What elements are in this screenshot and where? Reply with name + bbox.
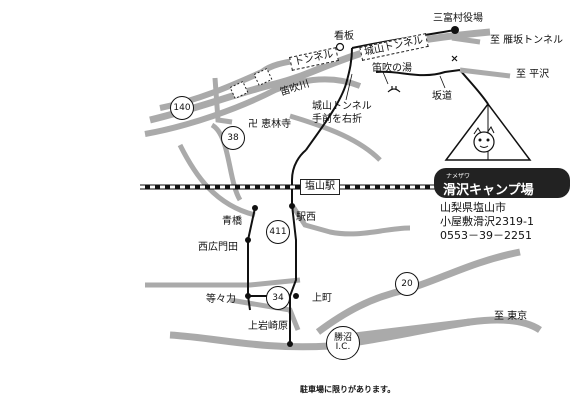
signboard-marker bbox=[335, 42, 345, 52]
route-140-shield: 140 bbox=[170, 96, 194, 120]
route-38-shield: 38 bbox=[221, 126, 245, 150]
minor-road-todoriki bbox=[145, 277, 301, 288]
ekinishi-label: 駅西 bbox=[296, 212, 316, 223]
katsunuma-ic-name: 勝沼 bbox=[333, 332, 352, 343]
minor-road-ekinishi bbox=[289, 203, 411, 237]
enzan-station-label: 塩山駅 bbox=[300, 179, 340, 195]
camp-address-line1: 山梨県塩山市 bbox=[440, 201, 506, 214]
ekinishi-junction bbox=[289, 203, 295, 209]
turn-right-line2: 手前を右折 bbox=[312, 114, 362, 125]
kamiiwasakibara-label: 上岩崎原 bbox=[248, 321, 288, 332]
camp-name-badge: ナメザワ 滑沢キャンプ場 bbox=[434, 168, 570, 198]
onsen-leader bbox=[382, 71, 389, 85]
nishihiromonden-junction bbox=[245, 237, 251, 243]
minor-road-38-north bbox=[212, 77, 233, 125]
camp-phone: 0553－39－2251 bbox=[440, 229, 532, 242]
tunnel-box-2 bbox=[253, 67, 273, 87]
camp-furigana: ナメザワ bbox=[446, 173, 471, 180]
expressway-to-tokyo bbox=[354, 318, 471, 340]
camp-tent-icon bbox=[444, 102, 532, 161]
todoriki-label: 等々力 bbox=[206, 294, 236, 305]
to-hirasawa-label: 至 平沢 bbox=[516, 69, 550, 80]
eirinji-label: 卍 恵林寺 bbox=[248, 119, 292, 130]
kamimachi-label: 上町 bbox=[312, 293, 332, 304]
river-lower bbox=[144, 76, 362, 137]
signboard-label: 看板 bbox=[334, 31, 354, 42]
main-route bbox=[289, 204, 297, 344]
slope-label: 坂道 bbox=[432, 91, 452, 102]
route-411-shield: 411 bbox=[266, 220, 290, 244]
route-20-shield: 20 bbox=[395, 272, 419, 296]
todoriki-junction bbox=[245, 293, 251, 299]
turn-right-leader bbox=[345, 73, 353, 101]
to-karisaka-tunnel-label: 至 雁坂トンネル bbox=[490, 35, 563, 46]
minor-road-west bbox=[177, 143, 256, 218]
fuefuki-onsen-label: 笛吹の湯 bbox=[372, 63, 412, 74]
town-office-label: 三富村役場 bbox=[433, 13, 483, 24]
aobashi-junction bbox=[252, 205, 258, 211]
road-to-hirasawa bbox=[459, 67, 511, 79]
tunnel-box-1 bbox=[229, 80, 249, 100]
camp-address-line2: 小屋敷滑沢2319-1 bbox=[440, 215, 534, 228]
route-34-shield: 34 bbox=[266, 286, 290, 310]
road-to-slope bbox=[375, 69, 461, 77]
katsunuma-ic-marker: 勝沼 I.C. bbox=[326, 326, 360, 360]
town-office-dot bbox=[451, 26, 459, 34]
road-to-karisaka bbox=[451, 35, 481, 45]
onsen-icon bbox=[387, 86, 401, 93]
route-411-road bbox=[291, 149, 307, 205]
katsunuma-ic-abbr: I.C. bbox=[335, 342, 351, 352]
chuo-expressway bbox=[169, 316, 542, 351]
minor-road-north-east bbox=[289, 113, 382, 162]
slope-leader bbox=[439, 75, 446, 89]
parking-note: 駐車場に限りがあります。 bbox=[300, 385, 396, 394]
kamiiwasakibara-junction bbox=[287, 341, 293, 347]
kamimachi-junction bbox=[293, 293, 299, 299]
nishihiromonden-label: 西広門田 bbox=[198, 242, 238, 253]
x-mark-icon bbox=[451, 55, 458, 62]
road-to-camp-tent bbox=[459, 69, 489, 105]
to-tokyo-label: 至 東京 bbox=[494, 311, 528, 322]
minor-road-38 bbox=[210, 122, 243, 202]
camp-name: 滑沢キャンプ場 bbox=[443, 183, 534, 198]
route-to-camp bbox=[305, 47, 353, 151]
aobashi-label: 青橋 bbox=[222, 216, 242, 227]
turn-right-line1: 城山トンネル bbox=[312, 101, 372, 112]
